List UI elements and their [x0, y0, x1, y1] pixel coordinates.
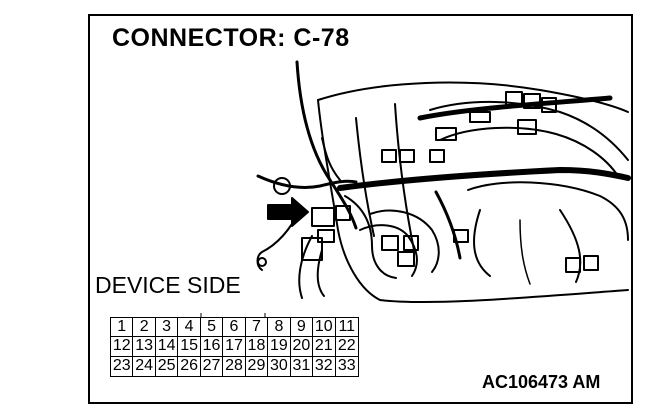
cluster-hood [429, 101, 629, 161]
connector-pin: 17 [223, 337, 246, 357]
pointer-arrow [267, 197, 309, 227]
connector-pin: 28 [223, 356, 246, 376]
connector-pin: 18 [245, 337, 269, 357]
connector-pin: 6 [223, 318, 246, 338]
connector-pin: 13 [133, 337, 156, 357]
connector-pin: 21 [313, 337, 336, 357]
connector-title: CONNECTOR: C-78 [112, 24, 350, 52]
connector-pin: 15 [178, 337, 201, 357]
dashboard-outline [317, 81, 629, 113]
connector-pin: 11 [335, 318, 358, 338]
connector-pin: 10 [313, 318, 336, 338]
connector-pin: 20 [290, 337, 314, 357]
connector-pin: 8 [268, 318, 291, 338]
target-connector [311, 207, 335, 227]
connector-pin: 19 [268, 337, 291, 357]
connector-pin: 22 [335, 337, 358, 357]
diagram-frame [88, 14, 633, 404]
figure-code: AC106473 AM [482, 372, 601, 392]
grommet [273, 177, 291, 195]
connector-pin: 4 [178, 318, 201, 338]
device-side-label: DEVICE SIDE [95, 272, 241, 298]
connector-pin: 3 [155, 318, 179, 338]
main-harness [337, 167, 631, 191]
connector-pin: 5 [200, 318, 224, 338]
connector-pin: 16 [200, 337, 224, 357]
connector-pin: 26 [178, 356, 201, 376]
connector-pin: 25 [156, 356, 179, 376]
connector-pin: 29 [246, 356, 269, 376]
connector-pin: 32 [313, 356, 336, 376]
connector-pin: 33 [337, 357, 356, 375]
connector-pin: 9 [290, 318, 314, 338]
connector-pin: 12 [111, 337, 134, 357]
connector-pin: 7 [245, 318, 269, 338]
connector-pin: 30 [268, 356, 291, 376]
connector-pin: 27 [201, 356, 224, 376]
connector-pin: 2 [133, 318, 156, 338]
connector-pin: 31 [291, 356, 314, 376]
connector-pin: 1 [111, 318, 134, 338]
connector-pin: 24 [133, 356, 156, 376]
connector-pin: 14 [155, 337, 179, 357]
connector-pin: 23 [111, 356, 134, 376]
